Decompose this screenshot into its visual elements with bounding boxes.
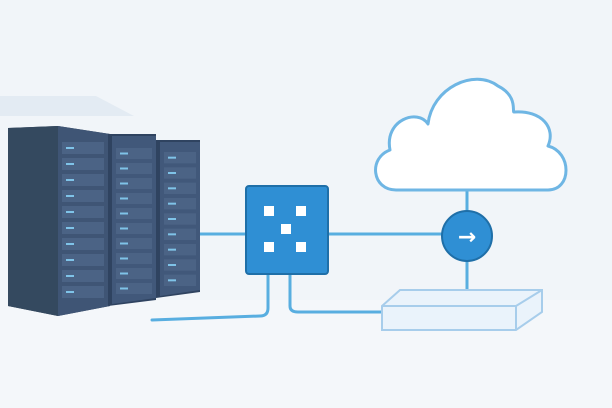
rack-led <box>66 163 74 165</box>
rack-led <box>66 275 74 277</box>
rack-led <box>168 172 176 174</box>
switch-port <box>296 242 306 252</box>
rack-led <box>168 187 176 190</box>
rack-led <box>120 257 128 260</box>
rack-led <box>168 156 176 159</box>
rack-led <box>120 242 128 245</box>
rack-drive-bay <box>116 208 152 219</box>
switch-port <box>281 224 291 234</box>
rack-drive-bay <box>62 254 104 266</box>
rack-drive-bay <box>164 213 196 225</box>
rack-drive-bay <box>164 228 196 240</box>
server-racks <box>8 126 200 316</box>
rack-led <box>168 279 176 282</box>
line-switch-down-2 <box>288 272 384 314</box>
rack-led <box>66 291 74 293</box>
switch-port <box>264 206 274 216</box>
rack-1-panels <box>62 142 104 298</box>
rack-drive-bay <box>62 286 104 298</box>
rack-led <box>120 272 128 275</box>
rack-drive-bay <box>62 190 104 202</box>
rack-led <box>66 243 74 245</box>
rack-drive-bay <box>164 182 196 194</box>
rack-drive-bay <box>62 270 104 282</box>
rack-led <box>66 147 74 149</box>
rack-drive-bay <box>164 274 196 286</box>
server-rack-3 <box>156 140 200 298</box>
rack-drive-bay <box>116 268 152 279</box>
storage-platform <box>381 289 543 331</box>
rack-drive-bay <box>164 259 196 271</box>
rack-led <box>120 212 128 215</box>
rack-drive-bay <box>116 163 152 174</box>
rack-led <box>66 195 74 197</box>
rack-drive-bay <box>164 244 196 256</box>
rack-led <box>66 259 74 261</box>
rack-drive-bay <box>116 238 152 249</box>
server-rack-2 <box>108 134 156 306</box>
rack-led <box>168 248 176 251</box>
server-rack-1 <box>8 126 110 316</box>
arrow-right-icon: → <box>458 225 476 250</box>
rack-led <box>66 227 74 229</box>
network-switch <box>245 185 329 275</box>
rack-led <box>120 287 128 290</box>
rack-drive-bay <box>164 152 196 164</box>
rack-led <box>120 152 128 155</box>
rack-led <box>120 182 128 185</box>
rack-led <box>66 211 74 213</box>
rack-drive-bay <box>62 238 104 250</box>
rack-drive-bay <box>164 167 196 179</box>
rack-led <box>168 233 176 236</box>
rack-drive-bay <box>116 223 152 234</box>
rack-drive-bay <box>116 283 152 294</box>
rack-2-panels <box>116 148 152 294</box>
cloud-icon <box>374 77 568 192</box>
rack-3-panels <box>164 152 196 286</box>
rack-drive-bay <box>62 206 104 218</box>
rack-led <box>66 179 74 181</box>
rack-led <box>168 218 176 220</box>
switch-port <box>264 242 274 252</box>
line-switch-down-1 <box>150 272 270 322</box>
rack-led <box>168 264 176 266</box>
background-band <box>0 96 134 116</box>
switch-ports <box>264 206 306 252</box>
rack-drive-bay <box>116 193 152 204</box>
rack-drive-bay <box>62 174 104 186</box>
rack-drive-bay <box>116 178 152 189</box>
switch-port <box>296 206 306 216</box>
router-node: → <box>441 210 493 262</box>
rack-drive-bay <box>62 158 104 170</box>
rack-led <box>120 167 128 170</box>
rack-drive-bay <box>62 142 104 154</box>
rack-led <box>168 202 176 205</box>
rack-drive-bay <box>116 253 152 264</box>
rack-led <box>120 227 128 230</box>
rack-drive-bay <box>164 198 196 210</box>
rack-drive-bay <box>116 148 152 159</box>
rack-drive-bay <box>62 222 104 234</box>
rack-led <box>120 197 128 200</box>
